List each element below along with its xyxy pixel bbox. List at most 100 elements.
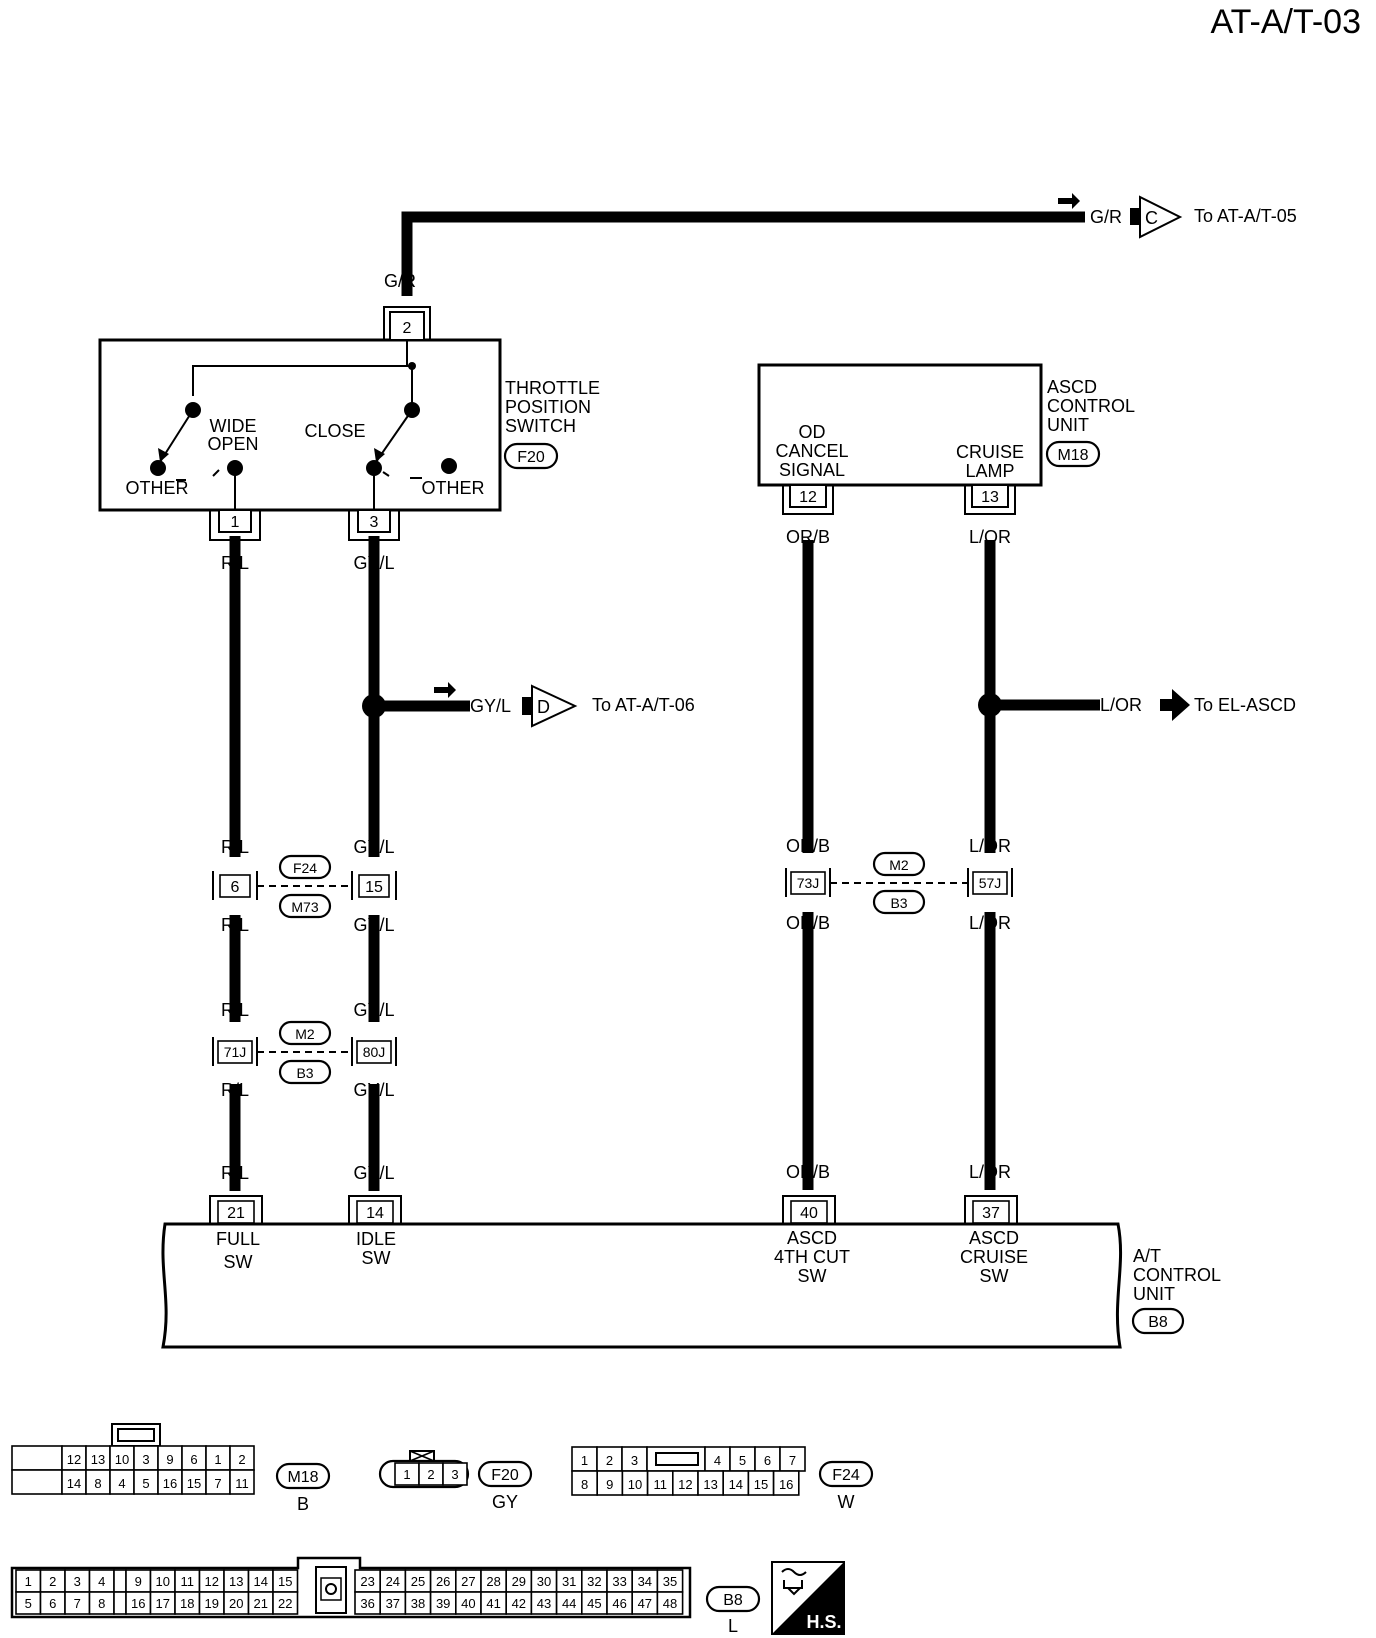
terminal-number: 1 bbox=[581, 1453, 588, 1468]
pin-box bbox=[356, 1040, 392, 1064]
ascd-4th-cut-label: SW bbox=[798, 1266, 827, 1286]
connector-shell bbox=[348, 510, 400, 541]
terminal-number: 19 bbox=[205, 1596, 219, 1611]
wire-label: GY/L bbox=[353, 1163, 394, 1183]
full-sw-label: SW bbox=[224, 1252, 253, 1272]
terminal-number: 20 bbox=[229, 1596, 243, 1611]
terminal-number: 33 bbox=[612, 1574, 626, 1589]
connector-tag bbox=[705, 1585, 761, 1613]
pin-number: 73J bbox=[797, 875, 820, 891]
terminal-number: 8 bbox=[581, 1477, 588, 1492]
ascd-title: UNIT bbox=[1047, 415, 1089, 435]
offpage-d[interactable]: GY/L D To AT-A/T-06 bbox=[434, 682, 695, 728]
connector-id: B3 bbox=[296, 1065, 313, 1081]
terminal-number: 2 bbox=[427, 1467, 434, 1482]
arrow-icon bbox=[1058, 193, 1080, 209]
atcu-body bbox=[161, 1222, 1123, 1349]
pin-box bbox=[790, 1200, 828, 1224]
pin-box bbox=[357, 509, 391, 533]
connector-tag[interactable] bbox=[1131, 1307, 1185, 1335]
connector-tag bbox=[872, 889, 926, 915]
terminal-cell bbox=[229, 1445, 255, 1471]
terminal-number: 9 bbox=[166, 1452, 173, 1467]
pin-number: 1 bbox=[231, 514, 240, 531]
terminal-number: 13 bbox=[91, 1452, 105, 1467]
connector-id: M18 bbox=[287, 1469, 318, 1486]
at-control-unit: R/L GY/L OR/B L/OR 21 14 40 37 FULL SW I… bbox=[161, 1162, 1221, 1349]
terminal-number: 1 bbox=[214, 1452, 221, 1467]
wire-label: GY/L bbox=[353, 1080, 394, 1100]
close-label: CLOSE bbox=[304, 421, 365, 441]
terminal-number: 48 bbox=[663, 1596, 677, 1611]
wire-label: OR/B bbox=[786, 527, 830, 547]
terminal-number: 3 bbox=[631, 1453, 638, 1468]
terminal-number: 9 bbox=[135, 1574, 142, 1589]
terminal-number: 11 bbox=[653, 1477, 667, 1492]
page-id: AT-A/T-03 bbox=[1210, 3, 1361, 41]
terminal-cell bbox=[113, 1569, 127, 1593]
wide-open-label: OPEN bbox=[207, 434, 258, 454]
terminal-number: 31 bbox=[562, 1574, 576, 1589]
connector-shell bbox=[209, 510, 261, 541]
wire-label: OR/B bbox=[786, 913, 830, 933]
ascd-cruise-label: ASCD bbox=[969, 1228, 1019, 1248]
wire-label: G/R bbox=[1090, 207, 1122, 227]
connector-id: B8 bbox=[1148, 1314, 1168, 1331]
pin-box bbox=[790, 871, 826, 895]
connector-tag[interactable] bbox=[1045, 440, 1101, 468]
terminal-number: 1 bbox=[403, 1467, 410, 1482]
terminal-cell bbox=[85, 1469, 111, 1495]
terminal-number: 16 bbox=[131, 1596, 145, 1611]
pin-box bbox=[358, 874, 390, 898]
wire-label: GY/L bbox=[470, 696, 511, 716]
terminal-number: 26 bbox=[436, 1574, 450, 1589]
connector-color: L bbox=[728, 1616, 738, 1636]
offpage-triangle-icon bbox=[1139, 195, 1183, 239]
terminal-cell bbox=[671, 1470, 699, 1496]
terminal-number: 10 bbox=[156, 1574, 170, 1589]
pin-number: 21 bbox=[227, 1205, 245, 1222]
connector-shell bbox=[782, 1195, 836, 1224]
pin-number: 71J bbox=[224, 1044, 247, 1060]
connector-id: F24 bbox=[832, 1467, 860, 1484]
joint-connector-m2-b3-left[interactable]: R/L GY/L 71J 80J M2 B3 R/L GY/L bbox=[212, 1000, 397, 1100]
connector-tag[interactable] bbox=[503, 442, 559, 470]
connector-color: W bbox=[838, 1492, 855, 1512]
terminal-number: 7 bbox=[74, 1596, 81, 1611]
wire-label: R/L bbox=[221, 837, 249, 857]
terminal-number: 25 bbox=[411, 1574, 425, 1589]
pin-box bbox=[356, 1200, 394, 1224]
contact-other-right bbox=[441, 458, 457, 474]
ascd-cruise-label: CRUISE bbox=[960, 1247, 1028, 1267]
terminal-number: 38 bbox=[411, 1596, 425, 1611]
connector-id: M2 bbox=[295, 1026, 315, 1042]
tps-body bbox=[98, 338, 502, 512]
offpage-letter: C bbox=[1145, 208, 1158, 228]
connector-tag bbox=[818, 1460, 874, 1488]
terminal-number: 5 bbox=[25, 1596, 32, 1611]
joint-connector-m2-b3-right[interactable]: OR/B L/OR 73J 57J M2 B3 OR/B L/OR bbox=[785, 836, 1013, 933]
splice-dot bbox=[978, 693, 1002, 717]
offpage-el-ascd[interactable]: L/OR To EL-ASCD bbox=[1100, 689, 1296, 721]
terminal-number: 28 bbox=[486, 1574, 500, 1589]
terminal-number: 16 bbox=[163, 1476, 177, 1491]
pin-box bbox=[972, 871, 1008, 895]
terminal-number: 2 bbox=[49, 1574, 56, 1589]
offpage-c[interactable]: G/R C To AT-A/T-05 bbox=[1058, 193, 1297, 239]
od-cancel-label: OD bbox=[799, 422, 826, 442]
pin-box bbox=[971, 484, 1009, 508]
terminal-number: 2 bbox=[238, 1452, 245, 1467]
connector-tag bbox=[278, 893, 332, 919]
ascd-title: CONTROL bbox=[1047, 396, 1135, 416]
idle-sw-label: IDLE bbox=[356, 1229, 396, 1249]
pin-number: 3 bbox=[370, 514, 379, 531]
wire-label: R/L bbox=[221, 1080, 249, 1100]
arrow-right-icon bbox=[1160, 689, 1190, 721]
terminal-cell bbox=[697, 1470, 725, 1496]
joint-connector-f24-m73[interactable]: R/L GY/L 6 15 F24 M73 R/L GY/L bbox=[212, 837, 397, 935]
